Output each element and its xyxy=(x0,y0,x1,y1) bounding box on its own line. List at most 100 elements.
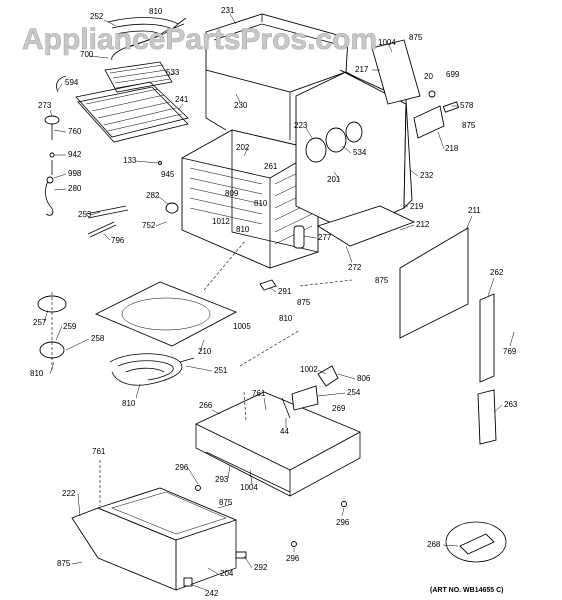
callout-label: 875 xyxy=(462,121,476,130)
latch-277-drawing xyxy=(293,225,305,249)
part-254-drawing xyxy=(317,365,339,387)
callout-label: 752 xyxy=(142,221,156,230)
callout-label: 44 xyxy=(280,427,289,436)
callout-label: 257 xyxy=(33,318,47,327)
callout-label: 942 xyxy=(68,150,82,159)
bake-tray-drawing xyxy=(94,281,238,347)
callout-label: 534 xyxy=(353,148,367,157)
callout-label: 594 xyxy=(65,78,79,87)
callout-label: 242 xyxy=(205,589,219,598)
callout-label: 810 xyxy=(149,7,163,16)
callout-label: 296 xyxy=(286,554,300,563)
bake-element-drawing xyxy=(109,353,195,386)
callout-label: 273 xyxy=(38,101,52,110)
part-699-drawing xyxy=(428,90,436,98)
rear-panel-drawing xyxy=(295,71,407,233)
callout-label: 875 xyxy=(375,276,389,285)
callout-label: 204 xyxy=(220,569,234,578)
callout-label: 230 xyxy=(234,101,248,110)
storage-drawer-drawing xyxy=(71,487,238,591)
callout-label: 259 xyxy=(63,322,77,331)
insulation-212-drawing xyxy=(316,205,416,247)
side-panel-211-drawing xyxy=(399,227,469,339)
callout-label: 272 xyxy=(348,263,362,272)
callout-label: 277 xyxy=(318,233,332,242)
callout-label: 769 xyxy=(503,347,517,356)
assembly-line-a xyxy=(203,239,247,291)
callout-label: 810 xyxy=(122,399,136,408)
leader-lines xyxy=(43,13,515,591)
callout-label: 218 xyxy=(445,144,459,153)
panel-217-drawing xyxy=(371,39,421,105)
screw-296-b-drawing xyxy=(341,501,347,507)
callout-label: 20 xyxy=(424,72,433,81)
rod-parts-drawing xyxy=(85,205,129,238)
callout-label: 253 xyxy=(78,210,92,219)
callout-label: 945 xyxy=(161,170,175,179)
trim-263-drawing xyxy=(477,389,497,445)
callout-label: 292 xyxy=(254,563,268,572)
oven-rack-upper-drawing xyxy=(104,61,173,93)
callout-label: 280 xyxy=(68,184,82,193)
part-242-drawing xyxy=(183,577,193,587)
bracket-218-drawing xyxy=(413,105,445,139)
oven-rack-lower-drawing xyxy=(75,81,189,143)
assembly-line-b xyxy=(239,329,301,367)
callout-label: 296 xyxy=(336,518,350,527)
callout-label: 875 xyxy=(297,298,311,307)
callout-label: 201 xyxy=(327,175,341,184)
callout-label: 875 xyxy=(219,498,233,507)
oven-cavity-drawing xyxy=(181,129,319,269)
callout-label: 1004 xyxy=(240,483,258,492)
screw-296-c-drawing xyxy=(291,541,297,547)
callout-label: 293 xyxy=(215,475,229,484)
callout-label: 252 xyxy=(90,12,104,21)
callout-labels: 252 810 700 533 241 594 273 760 942 998 … xyxy=(30,6,518,598)
callout-label: 241 xyxy=(175,95,189,104)
knob-drawing xyxy=(165,202,179,214)
callout-label: 796 xyxy=(111,236,125,245)
part-578-drawing xyxy=(442,101,460,113)
trim-262-drawing xyxy=(479,293,495,383)
callout-label: 810 xyxy=(254,199,268,208)
part-drawings xyxy=(37,13,507,591)
broil-element-drawing xyxy=(107,17,187,61)
part-269-drawing xyxy=(291,385,319,411)
callout-label: 266 xyxy=(199,401,213,410)
callout-label: 578 xyxy=(460,101,474,110)
drawer-chassis-drawing xyxy=(194,391,362,497)
callout-label: 760 xyxy=(68,127,82,136)
callout-label: 217 xyxy=(355,65,369,74)
callout-label: 761 xyxy=(92,447,106,456)
callout-label: 810 xyxy=(279,314,293,323)
callout-label: 219 xyxy=(410,202,424,211)
callout-label: 282 xyxy=(146,191,160,200)
assembly-line-c xyxy=(299,279,353,287)
callout-label: 261 xyxy=(264,162,278,171)
callout-label: 1002 xyxy=(300,365,318,374)
callout-label: 211 xyxy=(468,206,481,215)
screw-133-drawing xyxy=(158,161,162,165)
screw-296-a-drawing xyxy=(195,485,201,491)
art-number: (ART NO. WB14655 C) xyxy=(430,587,504,594)
callout-label: 212 xyxy=(416,220,430,229)
callout-label: 133 xyxy=(123,156,137,165)
part-292-drawing xyxy=(235,551,247,559)
part-44-drawing xyxy=(281,397,291,419)
watermark: AppliancePartsPros.com xyxy=(22,23,377,56)
callout-label: 875 xyxy=(409,33,423,42)
callout-label: 222 xyxy=(62,489,76,498)
callout-label: 809 xyxy=(225,189,239,198)
callout-label: 533 xyxy=(166,68,180,77)
glide-inset-drawing xyxy=(445,521,507,563)
callout-label: 810 xyxy=(30,369,44,378)
callout-label: 262 xyxy=(490,268,504,277)
callout-label: 296 xyxy=(175,463,189,472)
callout-label: 291 xyxy=(278,287,292,296)
callout-label: 269 xyxy=(332,404,346,413)
callout-label: 1005 xyxy=(233,322,251,331)
callout-label: 761 xyxy=(252,389,266,398)
callout-label: 998 xyxy=(68,169,82,178)
callout-label: 231 xyxy=(221,6,235,15)
